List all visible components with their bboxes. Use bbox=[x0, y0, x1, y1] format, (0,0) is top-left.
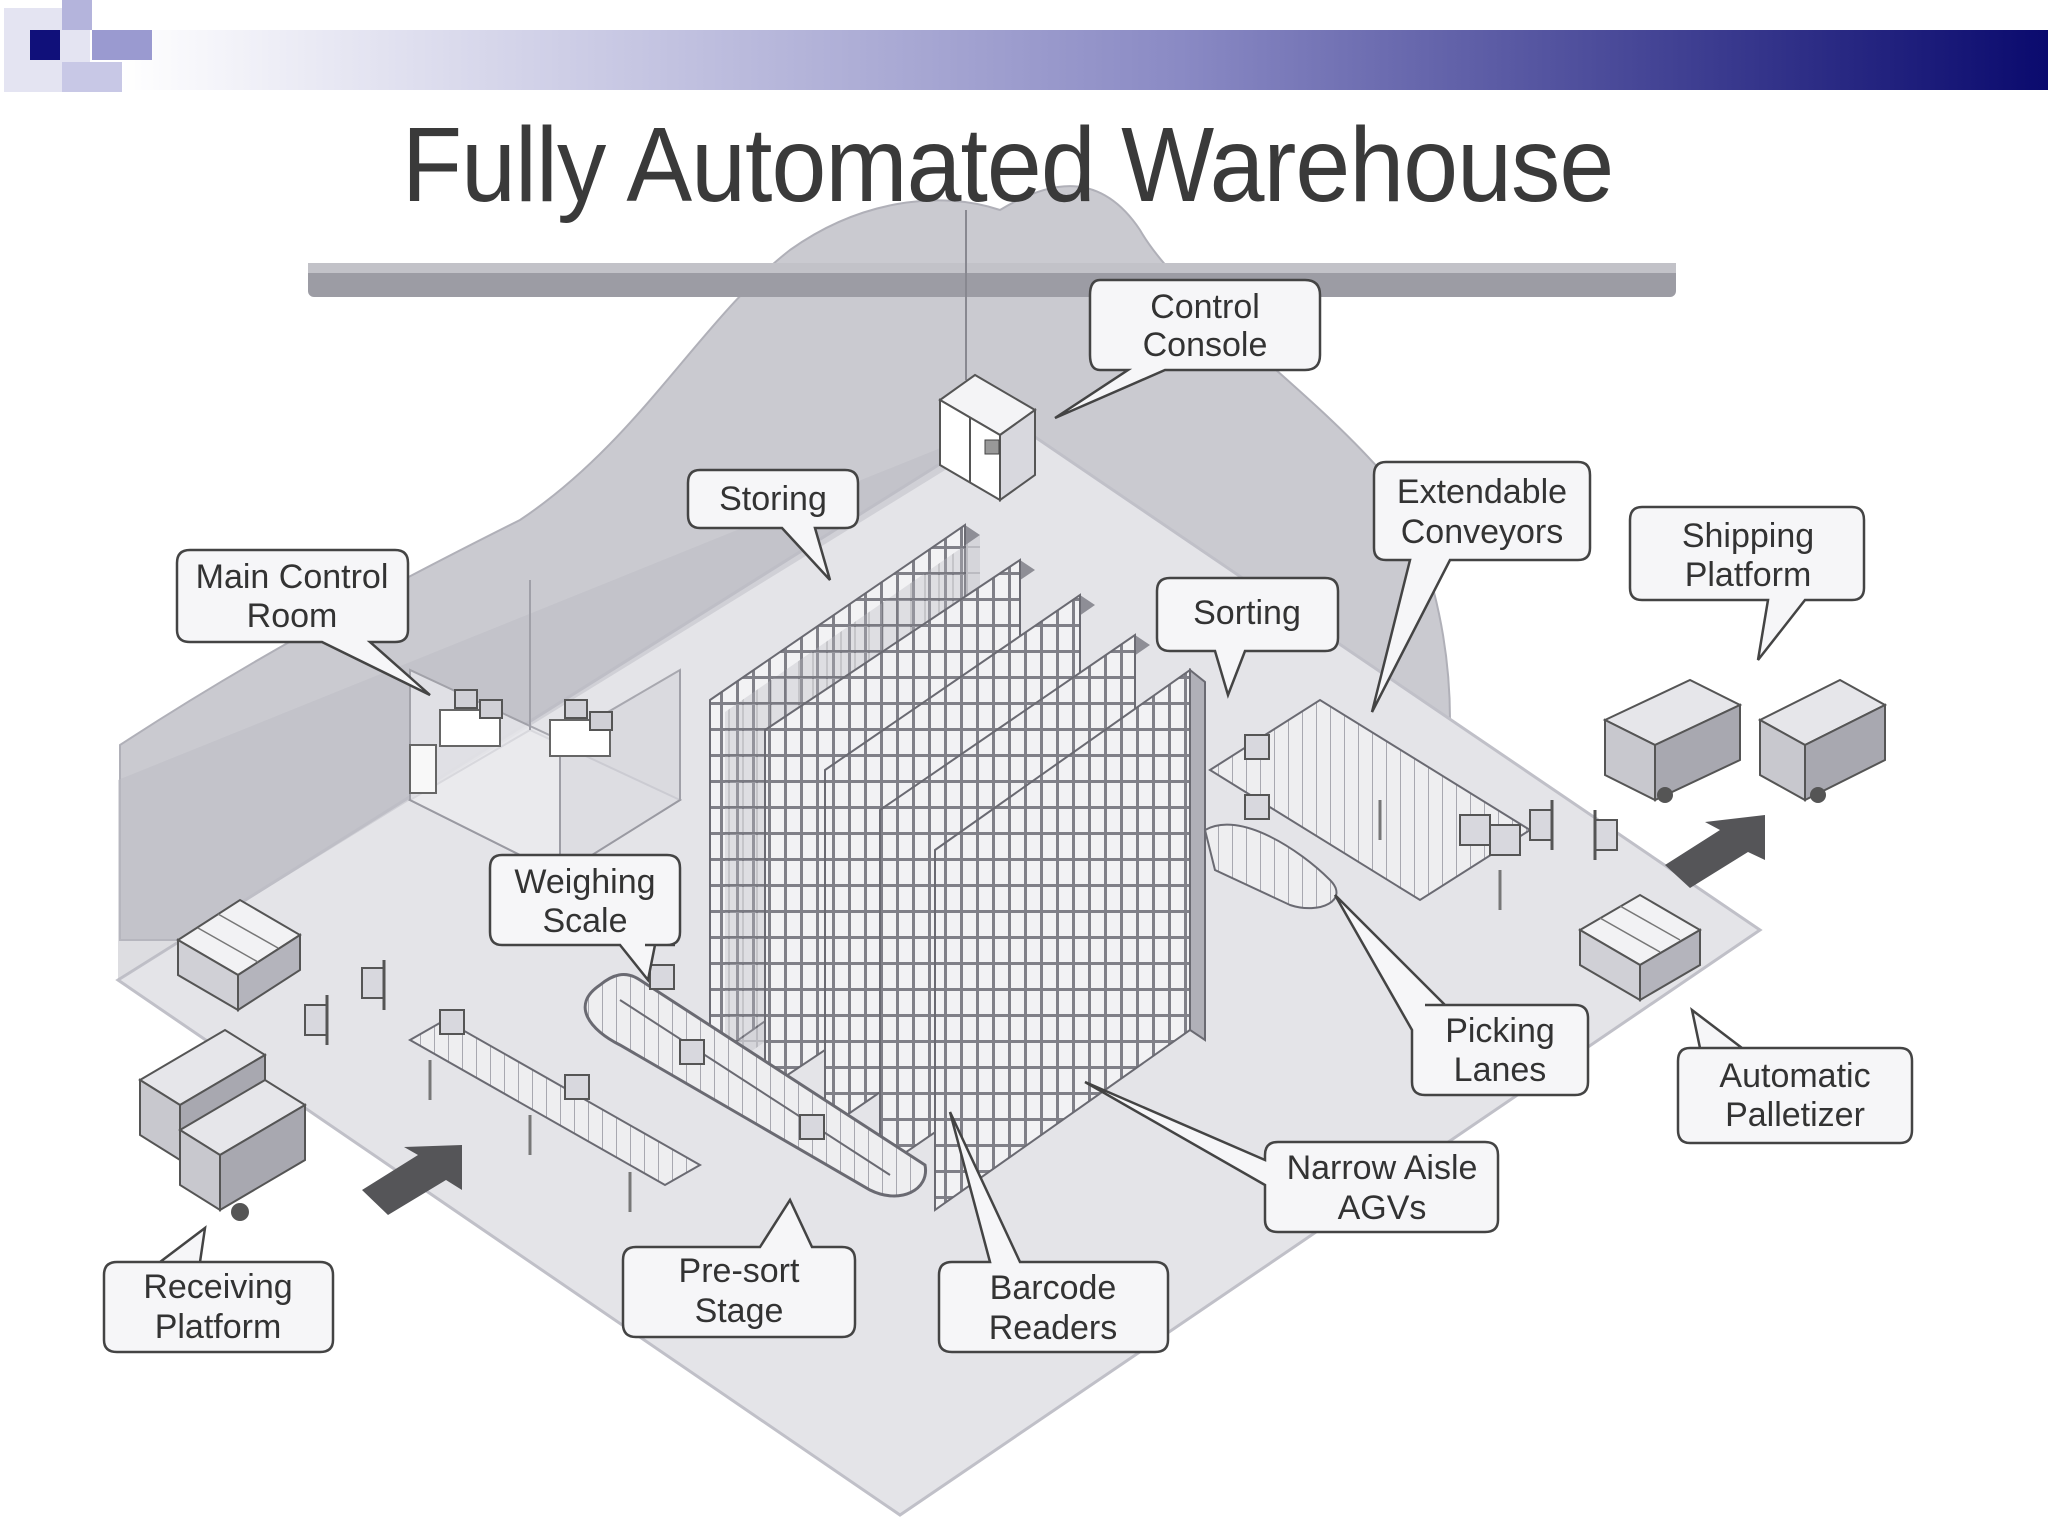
callout-label: Scale bbox=[542, 902, 627, 940]
forklift-icon bbox=[1593, 810, 1618, 860]
callout-label: Stage bbox=[695, 1292, 784, 1330]
callout-label: Palletizer bbox=[1725, 1096, 1865, 1134]
callout-weighing-scale: Weighing Scale bbox=[488, 853, 682, 983]
callout-picking-lanes: Picking Lanes bbox=[1333, 894, 1590, 1097]
callout-label: Room bbox=[247, 597, 338, 635]
callout-extendable-conveyors: Extendable Conveyors bbox=[1370, 460, 1592, 713]
callout-automatic-palletizer: Automatic Palletizer bbox=[1676, 1006, 1914, 1145]
callout-label: Narrow Aisle bbox=[1287, 1149, 1478, 1187]
forklift-icon bbox=[1529, 800, 1554, 850]
pre-sort-loop-conveyor bbox=[583, 964, 927, 1198]
forklift-icon bbox=[304, 995, 329, 1045]
receiving-truck bbox=[178, 1078, 307, 1221]
callout-main-control-room: Main Control Room bbox=[175, 548, 431, 697]
callout-label: Sorting bbox=[1193, 594, 1301, 632]
outbound-arrow-icon bbox=[1665, 815, 1765, 888]
control-room-structure bbox=[407, 580, 683, 877]
callout-label: Lanes bbox=[1454, 1051, 1547, 1089]
callout-label: Weighing bbox=[514, 863, 655, 901]
callout-sorting: Sorting bbox=[1155, 576, 1340, 699]
pallet-stack bbox=[176, 898, 302, 1012]
callout-narrow-aisle-agvs: Narrow Aisle AGVs bbox=[1084, 1080, 1500, 1234]
control-console-cabinet bbox=[938, 373, 1037, 502]
callout-label: Platform bbox=[155, 1308, 282, 1346]
callout-label: Receiving bbox=[143, 1268, 292, 1306]
callout-shipping-platform: Shipping Platform bbox=[1628, 505, 1866, 661]
callout-barcode-readers: Barcode Readers bbox=[937, 1111, 1170, 1354]
callout-label: Barcode bbox=[990, 1269, 1117, 1307]
storage-rack bbox=[934, 667, 1206, 1212]
callout-label: Platform bbox=[1685, 556, 1812, 594]
callout-label: Conveyors bbox=[1401, 513, 1564, 551]
sorting-conveyor bbox=[1203, 698, 1532, 910]
shipping-truck bbox=[1602, 678, 1743, 803]
callout-storing: Storing bbox=[686, 468, 860, 581]
storage-racks bbox=[709, 523, 1206, 1212]
callout-label: Console bbox=[1143, 326, 1268, 364]
callout-label: Control bbox=[1150, 288, 1260, 326]
callout-label: Picking bbox=[1445, 1012, 1555, 1050]
logo-squares-icon bbox=[4, 0, 152, 92]
callout-label: Main Control bbox=[196, 558, 389, 596]
receiving-conveyor bbox=[407, 1009, 703, 1212]
pallet-stack bbox=[1578, 893, 1702, 1002]
page-title: Fully Automated Warehouse bbox=[401, 106, 1614, 224]
callout-label: Extendable bbox=[1397, 473, 1567, 511]
callout-receiving-platform: Receiving Platform bbox=[102, 1225, 335, 1354]
callout-label: Shipping bbox=[1682, 517, 1814, 555]
callout-pre-sort-stage: Pre-sort Stage bbox=[621, 1197, 857, 1339]
callout-control-console: Control Console bbox=[1054, 278, 1322, 420]
header-band bbox=[4, 0, 2048, 92]
callout-label: Storing bbox=[719, 480, 827, 518]
shipping-truck bbox=[1757, 678, 1888, 803]
callout-label: Readers bbox=[989, 1309, 1118, 1347]
callout-label: Automatic bbox=[1719, 1057, 1870, 1095]
inbound-arrow-icon bbox=[362, 1145, 462, 1215]
header-gradient-bar bbox=[120, 30, 2048, 90]
callout-label: Pre-sort bbox=[679, 1252, 800, 1290]
callout-label: AGVs bbox=[1338, 1189, 1427, 1227]
forklift-icon bbox=[361, 960, 386, 1010]
